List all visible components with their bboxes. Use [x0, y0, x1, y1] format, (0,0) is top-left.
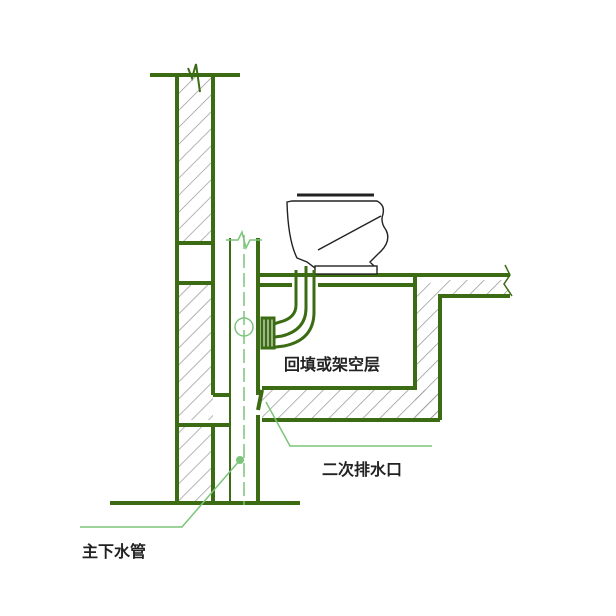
break-mark-icon: [187, 63, 201, 93]
toilet: [286, 193, 389, 275]
main-drain-pipe-label: 主下水管: [82, 542, 147, 561]
backfill-label: 回填或架空层: [284, 355, 381, 374]
wall: [110, 63, 300, 505]
secondary-drain-label: 二次排水口: [322, 460, 403, 479]
toilet-drain-pipe: [260, 266, 316, 350]
floor-slab: [256, 264, 513, 422]
main-drain-pipe: [226, 229, 262, 505]
leader-lines: [80, 401, 432, 528]
